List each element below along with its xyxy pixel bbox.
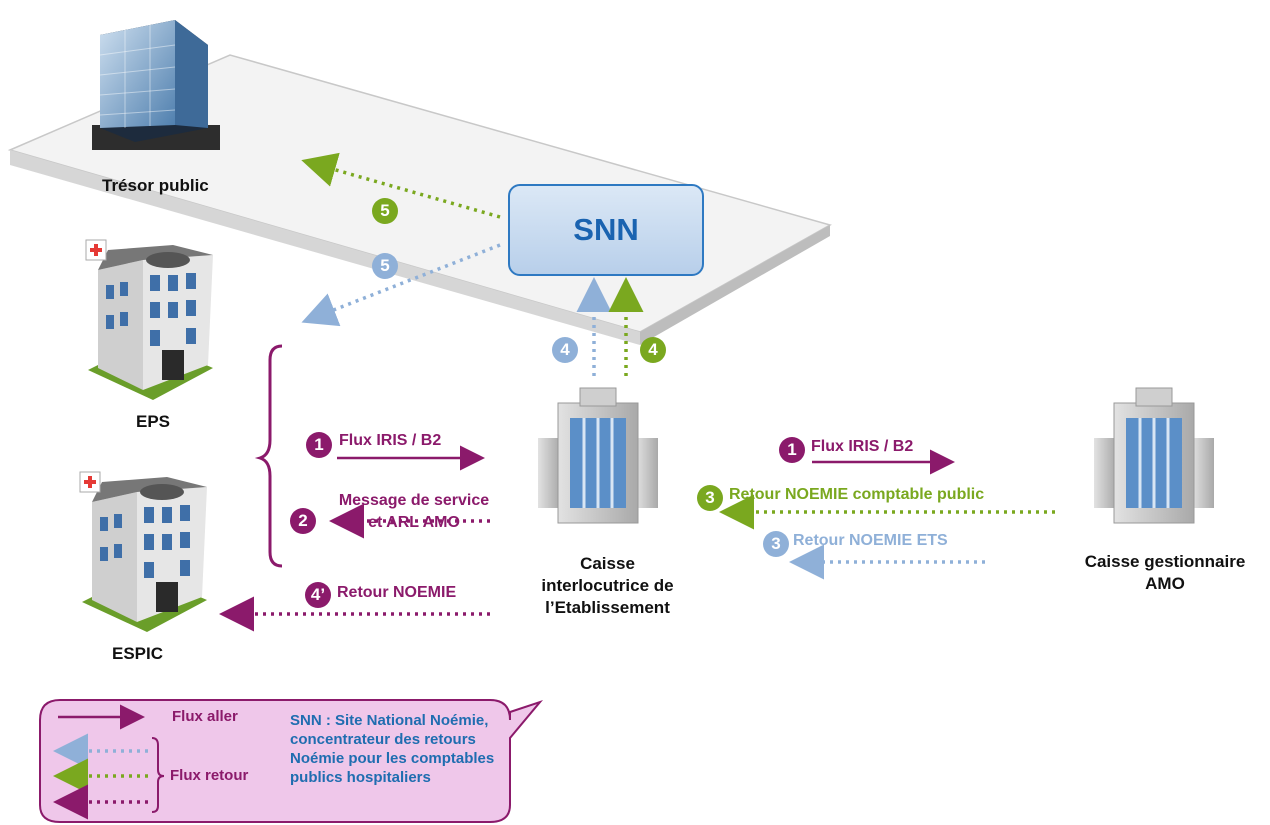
retour-noemie-label: Retour NOEMIE (337, 584, 457, 601)
caisse-gestionnaire-building-icon (1094, 387, 1214, 524)
tresor-label: Trésor public (102, 176, 209, 195)
badge-3-green: 3 (697, 485, 723, 511)
badge-1-right: 1 (779, 437, 805, 463)
message-service-line2: et ARL AMO (368, 514, 460, 531)
badge-2: 2 (290, 508, 316, 534)
badge-5-blue: 5 (372, 253, 398, 279)
caisse-gestionnaire-line2: AMO (1145, 574, 1185, 593)
caisse-interlocutrice-line1: Caisse (580, 554, 635, 573)
retour-comptable-label: Retour NOEMIE comptable public (729, 486, 985, 503)
caisse-interlocutrice-line3: l’Etablissement (545, 598, 670, 617)
badge-5-green: 5 (372, 198, 398, 224)
caisse-interlocutrice-label: Caisse interlocutrice de l’Etablissement (520, 553, 695, 619)
brace (254, 344, 283, 568)
hospital-eps-icon (85, 239, 213, 400)
legend-bubble (39, 699, 544, 823)
caisse-interlocutrice-line2: interlocutrice de (541, 576, 674, 595)
caisse-gestionnaire-line1: Caisse gestionnaire (1084, 552, 1246, 571)
arrow-5-blue (301, 243, 501, 327)
badge-1-left: 1 (306, 432, 332, 458)
badge-4-green: 4 (640, 337, 666, 363)
snn-box: SNN (508, 184, 704, 276)
eps-label: EPS (136, 412, 171, 431)
arrow-5-green (301, 152, 501, 219)
badge-4-blue: 4 (552, 337, 578, 363)
message-service-line1: Message de service (338, 492, 490, 509)
flow-arrows (219, 152, 1055, 632)
tresor-building-icon (92, 20, 220, 150)
retour-ets-label: Retour NOEMIE ETS (793, 532, 948, 549)
legend-flux-aller: Flux aller (172, 708, 238, 725)
badge-3-blue: 3 (763, 531, 789, 557)
badge-4prime: 4’ (305, 582, 331, 608)
espic-label: ESPIC (112, 644, 164, 663)
caisse-interlocutrice-building-icon (538, 387, 658, 524)
flux-iris-right-label: Flux IRIS / B2 (811, 438, 914, 455)
caisse-gestionnaire-label: Caisse gestionnaire AMO (1065, 551, 1265, 595)
flux-iris-left-label: Flux IRIS / B2 (339, 432, 442, 449)
legend-snn-note: SNN : Site National Noémie, concentrateu… (290, 712, 495, 786)
snn-label: SNN (573, 212, 639, 247)
message-service-label: Message de service et ARL AMO (314, 490, 514, 534)
legend-flux-retour: Flux retour (170, 767, 249, 784)
hospital-espic-icon (79, 471, 207, 632)
